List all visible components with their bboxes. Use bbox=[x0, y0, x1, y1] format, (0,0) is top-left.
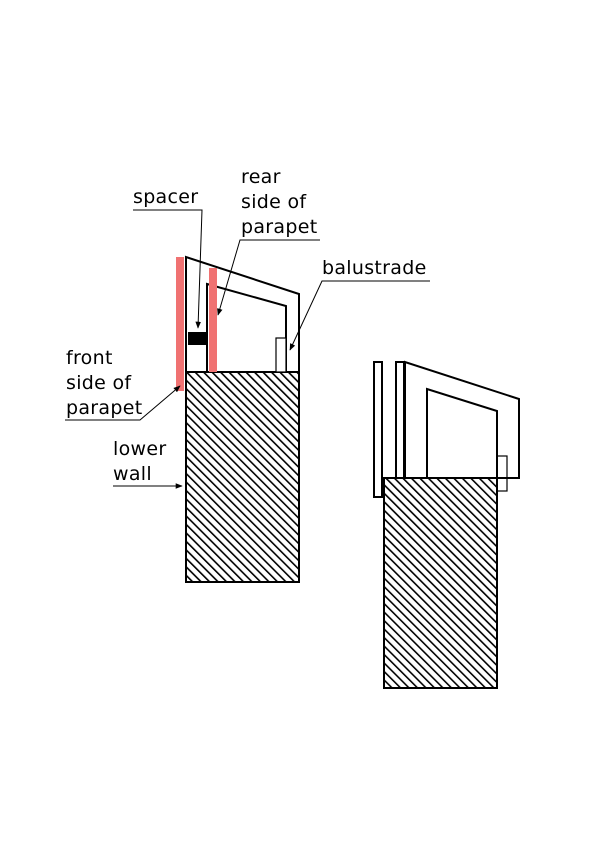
rear-side-leader bbox=[217, 239, 320, 316]
lower-wall-left bbox=[185, 371, 300, 583]
label-front-2: side of bbox=[66, 372, 132, 394]
labels: spacer rear side of parapet balustrade f… bbox=[66, 166, 427, 485]
spacer-leader bbox=[133, 209, 203, 329]
label-balustrade: balustrade bbox=[322, 257, 427, 279]
label-rear-1: rear bbox=[241, 166, 281, 188]
spacer-block bbox=[188, 332, 206, 345]
label-front-3: parapet bbox=[66, 397, 142, 419]
label-rear-2: side of bbox=[241, 191, 307, 213]
label-lower-1: lower bbox=[113, 438, 166, 460]
balustrade-leader bbox=[289, 280, 430, 351]
parapet-outer-right bbox=[404, 360, 520, 479]
balustrade-post-right bbox=[496, 455, 508, 492]
front-side-leader bbox=[65, 385, 181, 421]
parapet-outer-left bbox=[185, 255, 300, 373]
label-lower-2: wall bbox=[113, 463, 152, 485]
balustrade-post-left bbox=[275, 337, 287, 373]
front-side-highlight bbox=[176, 257, 184, 391]
left-drawing bbox=[176, 255, 300, 583]
label-rear-3: parapet bbox=[241, 216, 317, 238]
label-front-1: front bbox=[66, 347, 113, 369]
label-spacer: spacer bbox=[133, 186, 198, 208]
right-drawing bbox=[373, 360, 520, 689]
front-panel-right bbox=[373, 361, 383, 498]
rear-panel-right bbox=[395, 361, 405, 479]
rear-side-highlight bbox=[209, 268, 217, 372]
leader-lines bbox=[65, 209, 430, 489]
lower-wall-right bbox=[383, 477, 498, 689]
